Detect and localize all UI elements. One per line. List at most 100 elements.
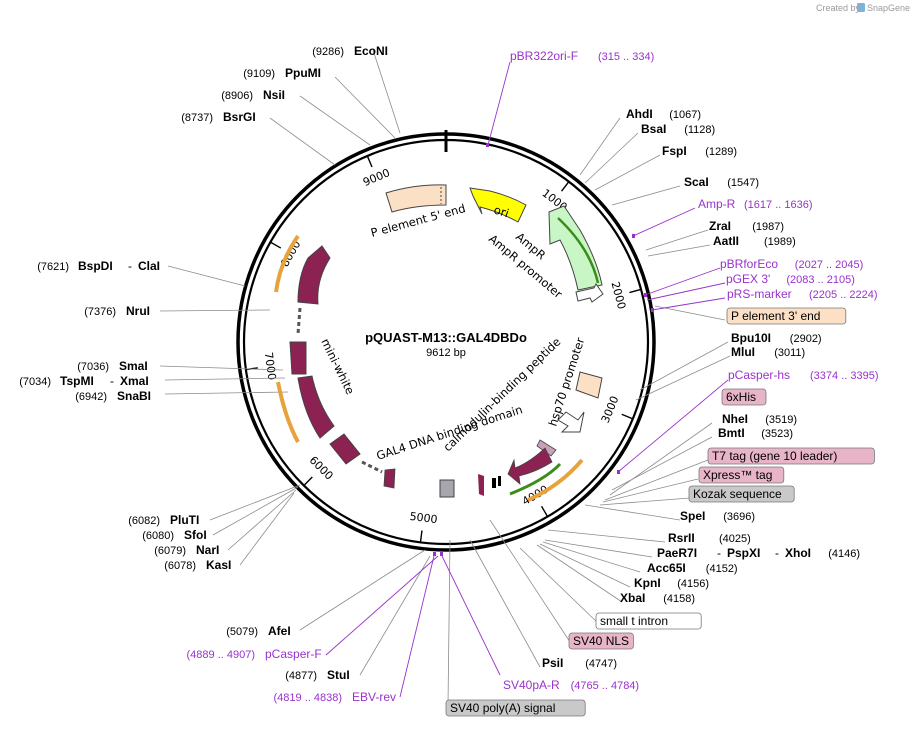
left-label-11[interactable]: PluTI(6082)	[128, 513, 199, 527]
left-label-18[interactable]: EBV-rev(4819 .. 4838)	[274, 690, 397, 704]
feature-tag-box	[721, 388, 767, 406]
right-label-1[interactable]: BsaI(1128)	[641, 122, 715, 136]
gal4-dbd-feature[interactable]	[507, 447, 553, 485]
right-label-9[interactable]: pRS-marker(2205 .. 2224)	[727, 287, 878, 301]
enzyme-name: NarI	[196, 543, 219, 557]
right-label-4[interactable]: Amp-R (1617 .. 1636)	[698, 197, 813, 211]
mini-white-intron1	[296, 307, 302, 335]
mini-white-seg3[interactable]	[297, 375, 335, 439]
enzyme-position: (4156)	[677, 578, 709, 590]
enzyme-position: (6078)	[164, 560, 196, 572]
enzyme-position: (1989)	[764, 236, 796, 248]
tag-cluster-feature[interactable]	[536, 439, 557, 457]
left-label-15[interactable]: AfeI(5079)	[226, 624, 290, 638]
left-label-0[interactable]: EcoNI (9286)	[312, 44, 388, 58]
ampr-feature[interactable]	[548, 205, 603, 291]
right-label-16[interactable]: BmtI (3523)	[718, 426, 793, 440]
sv40-polya-feature[interactable]	[439, 479, 455, 498]
enzyme-position: (4146)	[828, 548, 860, 560]
right-label-26[interactable]: KpnI(4156)	[634, 576, 709, 590]
right-label-29[interactable]: SV40 NLS	[568, 632, 634, 650]
right-label-31[interactable]: SV40pA-R(4765 .. 4784)	[503, 678, 639, 692]
right-label-21[interactable]: RsrII(4025)	[668, 531, 751, 545]
enzyme-position: (6079)	[154, 545, 186, 557]
p-element-5-end-feature[interactable]	[385, 184, 447, 213]
tick-mark-9000	[366, 155, 373, 168]
left-label-7[interactable]: SmaI(7036)	[77, 359, 147, 373]
right-label-10[interactable]: P element 3' end	[726, 307, 847, 325]
feature-tag-name: P element 3' end	[731, 309, 820, 323]
enzyme-name: BsaI	[641, 122, 666, 136]
left-label-10[interactable]: SnaBI(6942)	[75, 389, 151, 403]
right-label-11[interactable]: Bpu10I(2902)	[731, 331, 822, 345]
feature-tag-box	[726, 307, 847, 325]
enzyme-name: AatII	[713, 234, 739, 248]
right-label-25[interactable]: Acc65I(4152)	[647, 561, 738, 575]
right-label-0[interactable]: AhdI(1067)	[626, 107, 701, 121]
ampr-green-track	[557, 217, 600, 284]
top-primer-label[interactable]: pBR322ori-F (315 .. 334)	[510, 49, 654, 63]
ori-feature[interactable]	[469, 187, 527, 223]
primer-position: (1617 .. 1636)	[744, 199, 813, 211]
left-label-13[interactable]: NarI (6079)	[154, 543, 219, 557]
primer-name: Amp-R	[698, 197, 736, 211]
right-label-22[interactable]: PaeR7I	[657, 546, 697, 560]
right-label-20[interactable]: SpeI(3696)	[680, 509, 755, 523]
right-label-28[interactable]: small t intron	[595, 612, 702, 630]
right-label-24[interactable]: -XhoI(4146)	[775, 546, 860, 560]
feature-tag-name: 6xHis	[726, 390, 756, 404]
enzyme-name: Bpu10I	[731, 331, 771, 345]
p-element-3-end-feature[interactable]	[575, 371, 603, 399]
enzyme-name: XmaI	[120, 374, 149, 388]
right-label-14[interactable]: 6xHis	[721, 388, 767, 406]
right-label-17[interactable]: T7 tag (gene 10 leader)	[707, 447, 875, 465]
left-label-8[interactable]: TspMI(7034)	[19, 374, 94, 388]
right-label-23[interactable]: -PspXI	[717, 546, 760, 560]
enzyme-position: (3523)	[761, 428, 793, 440]
left-label-3[interactable]: BsrGI(8737)	[181, 110, 255, 124]
enzyme-name: EcoNI	[354, 44, 388, 58]
left-label-14[interactable]: KasI(6078)	[164, 558, 231, 572]
tick-label-5000: 5000	[409, 510, 438, 526]
right-label-19[interactable]: Kozak sequence	[688, 485, 795, 503]
sv40-nls-feature[interactable]	[478, 474, 484, 496]
right-label-7[interactable]: pBRforEco(2027 .. 2045)	[720, 257, 863, 271]
right-label-15[interactable]: NheI(3519)	[722, 412, 797, 426]
ampr-promoter-feature[interactable]	[575, 283, 604, 303]
left-label-12[interactable]: SfoI(6080)	[142, 528, 206, 542]
left-label-17[interactable]: StuI(4877)	[285, 668, 349, 682]
enzyme-name: StuI	[327, 668, 350, 682]
right-label-30[interactable]: PsiI(4747)	[542, 656, 617, 670]
hsp70-promoter-feature[interactable]	[557, 411, 585, 433]
left-label-6[interactable]: NruI(7376)	[84, 304, 150, 318]
right-label-5[interactable]: ZraI(1987)	[709, 219, 784, 233]
right-label-27[interactable]: XbaI(4158)	[620, 591, 695, 605]
tick-mark-8000	[270, 241, 282, 249]
enzyme-name: PaeR7I	[657, 546, 697, 560]
left-label-9[interactable]: -XmaI	[110, 374, 149, 388]
right-label-2[interactable]: FspI(1289)	[662, 144, 737, 158]
left-label-2[interactable]: NsiI(8906)	[221, 88, 285, 102]
enzyme-position: (1289)	[705, 146, 737, 158]
right-label-32[interactable]: SV40 poly(A) signal	[445, 699, 586, 717]
mini-white-seg2[interactable]	[289, 341, 307, 375]
enzyme-position: (9286)	[312, 46, 344, 58]
mini-white-seg1[interactable]	[297, 245, 331, 305]
enzyme-name: BmtI	[718, 426, 745, 440]
left-label-16[interactable]: pCasper-F(4889 .. 4907)	[187, 647, 322, 661]
dash-separator: -	[128, 259, 132, 273]
right-label-3[interactable]: ScaI(1547)	[684, 175, 759, 189]
right-label-12[interactable]: MluI(3011)	[731, 345, 805, 359]
right-label-18[interactable]: Xpress™ tag	[698, 466, 785, 484]
left-label-1[interactable]: PpuMI(9109)	[243, 66, 321, 80]
enzyme-position: (6080)	[142, 530, 174, 542]
right-label-6[interactable]: AatII (1989)	[713, 234, 796, 248]
small-feature-2	[498, 476, 501, 486]
left-label-4[interactable]: BspDI(7621)	[37, 259, 112, 273]
right-label-13[interactable]: pCasper-hs(3374 .. 3395)	[728, 368, 879, 382]
mini-white-seg4[interactable]	[329, 433, 361, 465]
right-label-8[interactable]: pGEX 3'(2083 .. 2105)	[726, 272, 855, 286]
left-label-5[interactable]: -ClaI	[128, 259, 160, 273]
